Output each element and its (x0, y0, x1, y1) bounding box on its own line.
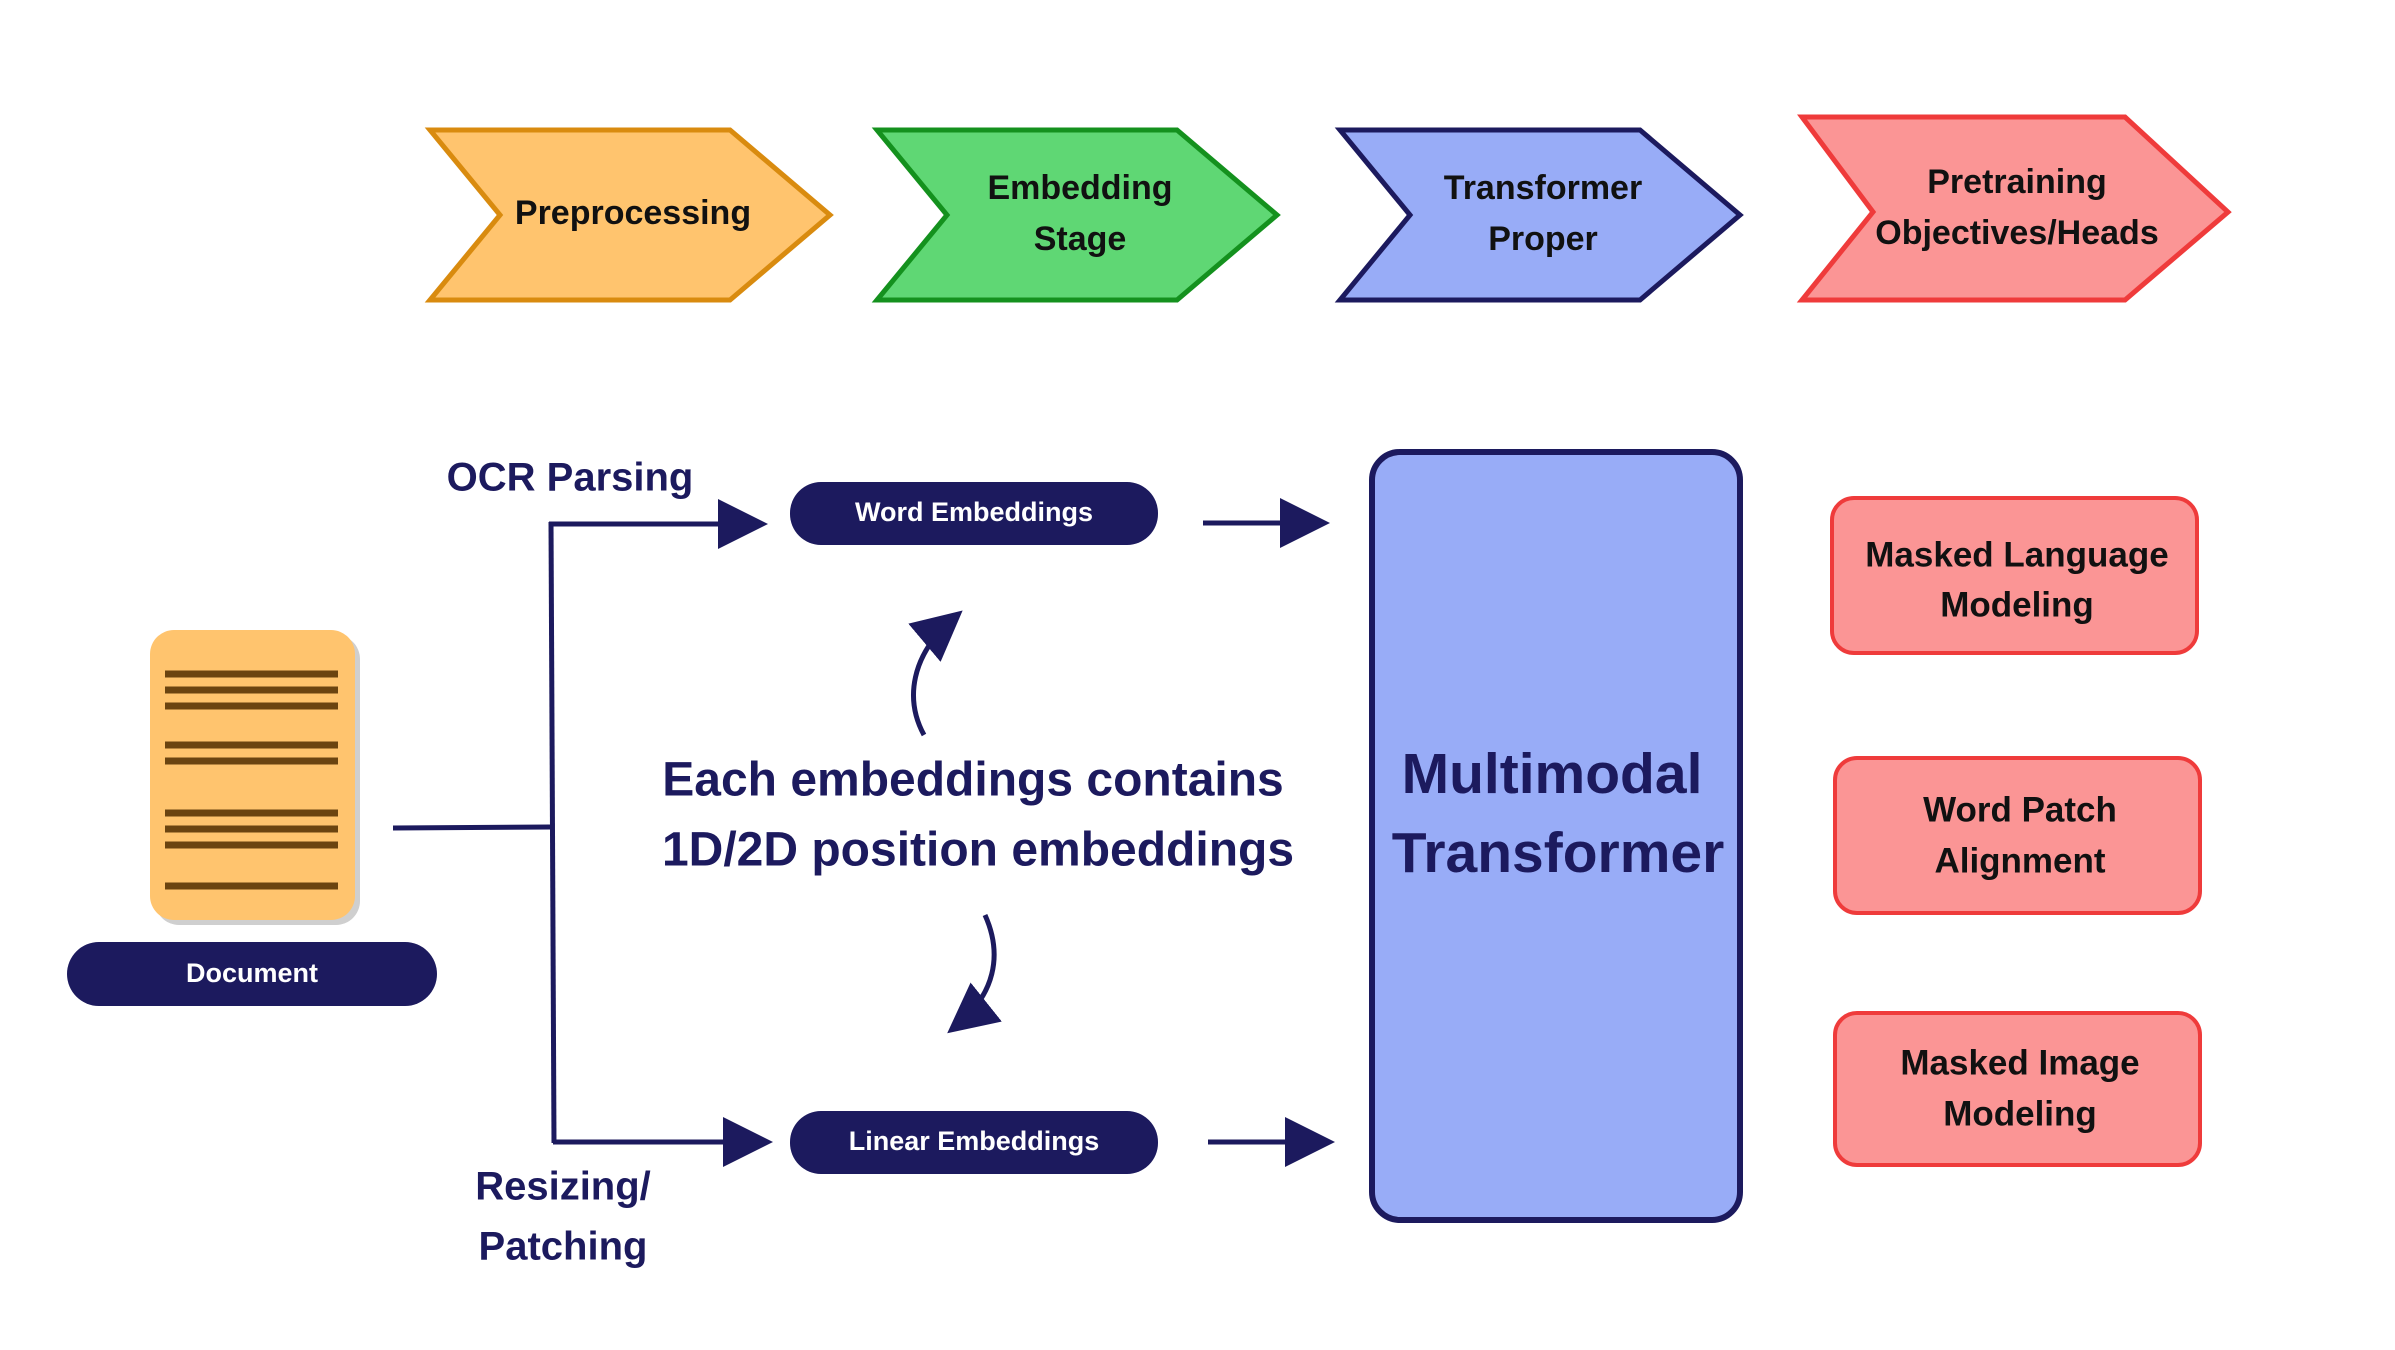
document-text-lines (165, 670, 338, 890)
position-note-line2: 1D/2D position embeddings (662, 824, 1294, 877)
objective-masked-image-modeling: Masked Image Modeling (1833, 1011, 2202, 1167)
objective-box (1833, 756, 2202, 915)
stage-chevron (1334, 127, 1744, 303)
stage-chevron (871, 127, 1281, 303)
stage-transformer: Transformer Proper (1334, 127, 1744, 303)
objective-label-line1: Word Patch (1923, 790, 2117, 829)
document-label-pill (67, 942, 437, 1006)
stage-chevron (1796, 114, 2232, 303)
objective-word-patch-alignment: Word Patch Alignment (1833, 756, 2202, 915)
ocr-parsing-label: OCR Parsing (447, 456, 694, 500)
stage-label-line2: Objectives/Heads (1875, 214, 2158, 252)
stage-embedding: Embedding Stage (871, 127, 1281, 303)
stage-chevron (424, 127, 834, 303)
stage-pretraining: Pretraining Objectives/Heads (1796, 114, 2232, 303)
multimodal-transformer: Multimodal Transformer (1369, 449, 1743, 1223)
transformer-label-line1: Multimodal (1402, 742, 1703, 806)
word-embeddings-label: Word Embeddings (855, 497, 1093, 527)
word-embeddings-pill: Word Embeddings (790, 482, 1158, 545)
stage-preprocessing: Preprocessing (424, 127, 834, 303)
linear-embeddings-pill: Linear Embeddings (790, 1111, 1158, 1174)
objective-masked-language-modeling: Masked Language Modeling (1830, 496, 2199, 655)
stage-label-line1: Transformer (1444, 169, 1642, 207)
stage-label-line2: Stage (1034, 220, 1127, 258)
curved-arrow-up (908, 610, 963, 737)
document-label: Document (186, 958, 318, 988)
objective-label-line1: Masked Language (1865, 535, 2168, 574)
document-block: Document (67, 630, 437, 1006)
branch-connectors (392, 498, 1335, 1167)
objective-label-line2: Alignment (1934, 841, 2105, 880)
document-connector (392, 824, 551, 831)
word-embeddings-box (790, 482, 1158, 545)
position-note-line1: Each embeddings contains (662, 754, 1283, 807)
stage-label-line2: Proper (1488, 220, 1598, 258)
stage-label-line1: Embedding (987, 169, 1172, 207)
linear-embeddings-box (790, 1111, 1158, 1174)
branch-vertical-line (548, 521, 557, 1144)
resizing-label-line1: Resizing/ (475, 1165, 651, 1209)
objective-box (1833, 1011, 2202, 1167)
stage-label: Preprocessing (515, 194, 751, 232)
transformer-label-line2: Transformer (1392, 821, 1725, 885)
objective-label-line2: Modeling (1940, 585, 2094, 624)
objective-label-line1: Masked Image (1900, 1043, 2139, 1082)
objective-label-line2: Modeling (1943, 1094, 2097, 1133)
linear-embeddings-label: Linear Embeddings (849, 1126, 1100, 1156)
objective-box (1830, 496, 2199, 655)
resizing-label-line2: Patching (479, 1225, 648, 1269)
transformer-box (1369, 449, 1743, 1223)
stage-label-line1: Pretraining (1927, 163, 2106, 201)
curved-arrow-down (947, 913, 1002, 1034)
